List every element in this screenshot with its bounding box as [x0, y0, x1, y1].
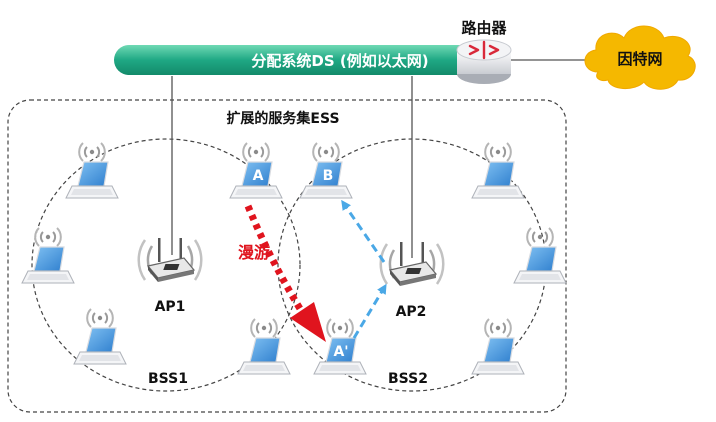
ds-bar [114, 45, 478, 75]
laptop-icon [471, 318, 525, 375]
ess-boundary [7, 99, 567, 413]
laptop-icon [513, 227, 567, 284]
bss2-label: BSS2 [388, 371, 428, 387]
internet-label: 因特网 [617, 50, 662, 68]
bss1-circle [31, 138, 301, 392]
roam-arrowhead [290, 302, 326, 342]
ap2-label: AP2 [396, 304, 427, 320]
ds-label: 分配系统DS (例如以太网) [251, 52, 428, 70]
laptop-icon [471, 142, 525, 199]
laptop-icon [21, 227, 75, 284]
router-label: 路由器 [461, 19, 507, 37]
laptop-a-prime-label: A' [333, 344, 348, 360]
laptop-icon [73, 308, 127, 365]
laptop-b-label: B [323, 168, 334, 184]
laptop-a-label: A [253, 168, 264, 184]
a-prime-to-ap2-arrow [352, 283, 387, 339]
laptop-icon [65, 142, 119, 199]
ap1-icon [137, 236, 203, 284]
cloud-icon [584, 25, 696, 90]
ap2-to-b-arrow [341, 199, 386, 263]
bss1-label: BSS1 [148, 371, 188, 387]
router-icon [456, 39, 512, 84]
ess-label: 扩展的服务集ESS [226, 110, 339, 127]
roam-label: 漫游 [238, 243, 270, 262]
roam-arrow [244, 204, 305, 314]
ap1-label: AP1 [155, 299, 186, 315]
